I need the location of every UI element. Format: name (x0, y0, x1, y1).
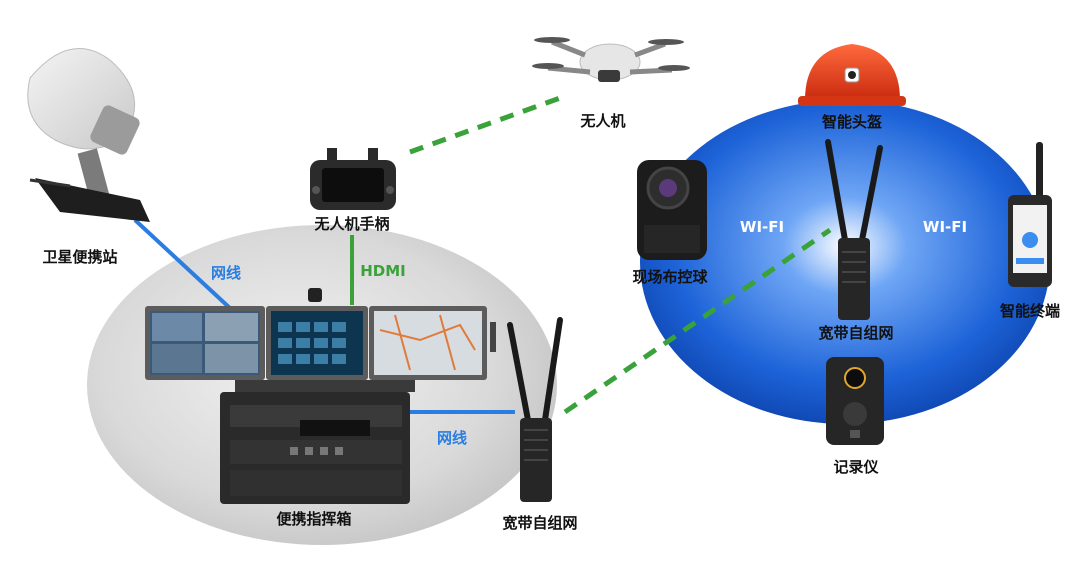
label-wifi-left: WI-FI (740, 218, 784, 236)
label-recorder: 记录仪 (833, 458, 879, 476)
helmet-icon (798, 44, 906, 106)
label-drone: 无人机 (579, 112, 625, 130)
label-cable-top: 网线 (211, 264, 241, 282)
label-terminal: 智能终端 (1000, 302, 1060, 320)
label-helmet: 智能头盔 (822, 113, 882, 131)
wireless-link-drone (409, 95, 561, 155)
mesh-radio-left-icon (507, 317, 563, 502)
label-ptz: 现场布控球 (632, 268, 708, 286)
label-mesh-center: 宽带自组网 (817, 324, 893, 342)
wireless-link-mesh (563, 227, 832, 415)
label-cable-bottom: 网线 (437, 429, 467, 447)
label-mesh-left: 宽带自组网 (501, 514, 577, 532)
drone-icon (532, 37, 690, 82)
cable-link-satellite (133, 218, 234, 312)
command-box-icon (145, 288, 496, 504)
smart-terminal-icon (1008, 142, 1052, 287)
mesh-radio-center-icon (825, 139, 883, 320)
label-wifi-right: WI-FI (923, 218, 967, 236)
label-satellite: 卫星便携站 (42, 248, 117, 266)
drone-controller-icon (310, 148, 396, 210)
label-command-box: 便携指挥箱 (276, 510, 351, 528)
body-recorder-icon (826, 357, 884, 445)
ptz-camera-icon (637, 160, 707, 260)
satellite-dish-icon (27, 47, 150, 222)
label-controller: 无人机手柄 (313, 215, 389, 233)
label-hdmi: HDMI (360, 262, 406, 280)
